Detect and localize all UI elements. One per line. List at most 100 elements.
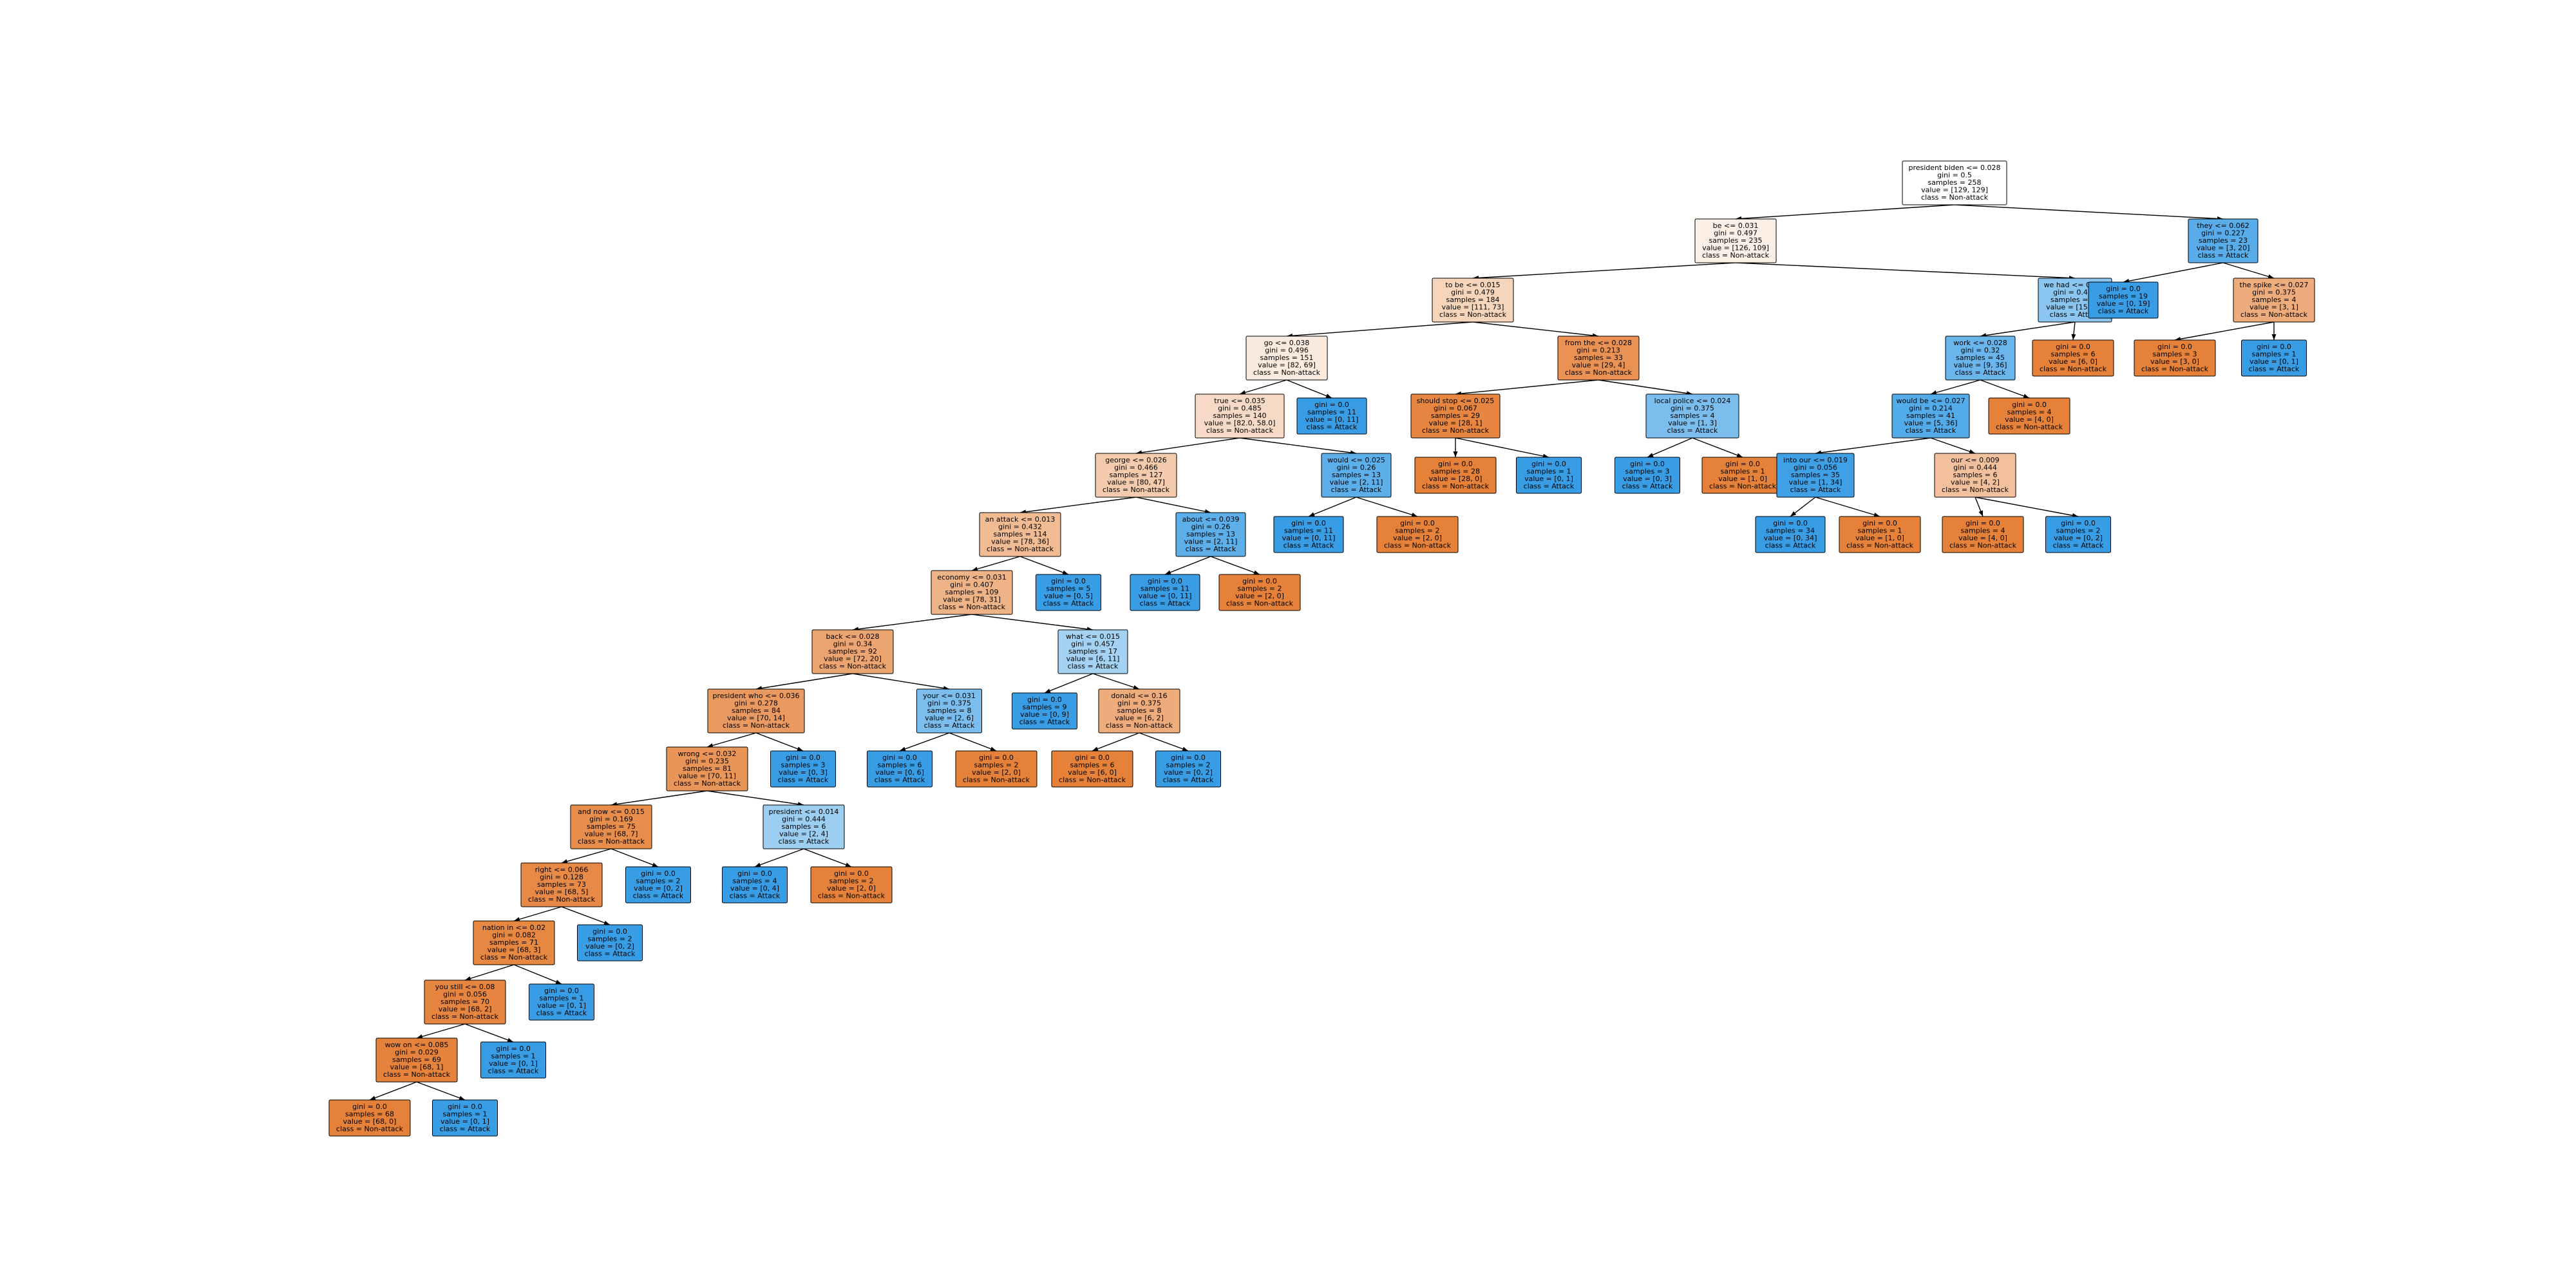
node-gini: gini = 0.479 — [1451, 289, 1495, 297]
tree-edge — [1455, 379, 1599, 395]
tree-edge — [1286, 321, 1473, 337]
node-box — [1036, 574, 1101, 611]
node-class: class = Attack — [1622, 482, 1673, 491]
node-box — [955, 750, 1037, 788]
tree-edge — [971, 556, 1021, 571]
node-split-rule: from the <= 0.028 — [1565, 339, 1632, 347]
node-split-rule: economy <= 0.031 — [937, 573, 1006, 582]
node-value: value = [4, 0] — [1958, 534, 2007, 542]
edge-arrowhead — [755, 862, 761, 867]
node-value: value = [2, 11] — [1330, 478, 1383, 487]
node-class: class = Attack — [2249, 365, 2300, 374]
node-value: value = [68, 5] — [535, 888, 589, 896]
node-gini: gini = 0.0 — [1051, 577, 1086, 585]
node-value: value = [80, 47] — [1107, 478, 1165, 487]
node-split-rule: would <= 0.025 — [1327, 456, 1385, 464]
tree-edge — [416, 1023, 466, 1039]
node-class: class = Non-attack — [1846, 542, 1914, 550]
node-class: class = Non-attack — [1106, 721, 1173, 730]
node-gini: gini = 0.0 — [2106, 285, 2141, 293]
node-samples: samples = 11 — [1284, 527, 1333, 535]
node-gini: gini = 0.444 — [1953, 464, 1997, 472]
tree-edge — [1598, 379, 1693, 395]
node-value: value = [0, 11] — [1139, 592, 1192, 600]
node-gini: gini = 0.0 — [1075, 753, 1110, 762]
node-split-rule: and now <= 0.015 — [578, 808, 645, 816]
node-box — [2134, 339, 2216, 377]
node-class: class = Non-attack — [1949, 542, 2017, 550]
node-class: class = Attack — [1163, 776, 1214, 784]
node-gini: gini = 0.0 — [1531, 460, 1566, 468]
node-gini: gini = 0.214 — [1909, 404, 1953, 413]
node-gini: gini = 0.485 — [1218, 404, 1262, 413]
edge-arrowhead — [465, 976, 471, 981]
node-box — [480, 1041, 546, 1079]
node-samples: samples = 127 — [1110, 471, 1163, 479]
node-samples: samples = 2 — [636, 877, 681, 886]
tree-edge — [1815, 497, 1880, 517]
edge-arrowhead — [417, 1034, 423, 1039]
node-split-rule: to be <= 0.015 — [1445, 281, 1500, 289]
tree-edge — [706, 732, 757, 748]
tree-edge — [1472, 262, 1736, 279]
node-class: class = Attack — [1524, 482, 1575, 491]
node-gini: gini = 0.056 — [1794, 464, 1837, 472]
node-split-rule: would be <= 0.027 — [1897, 397, 1965, 405]
node-split-rule: go <= 0.038 — [1264, 339, 1310, 347]
node-samples: samples = 6 — [1070, 761, 1115, 770]
node-samples: samples = 4 — [1961, 527, 2005, 535]
node-samples: samples = 4 — [2252, 296, 2297, 304]
node-value: value = [0, 3] — [779, 768, 828, 777]
node-value: value = [0, 5] — [1044, 592, 1093, 600]
node-value: value = [0, 1] — [537, 1001, 586, 1010]
node-value: value = [129, 129] — [1921, 186, 1988, 194]
node-value: value = [2, 6] — [925, 714, 974, 723]
node-class: class = Attack — [2198, 251, 2249, 260]
node-gini: gini = 0.169 — [589, 815, 633, 824]
node-gini: gini = 0.056 — [443, 990, 487, 999]
node-split-rule: the spike <= 0.027 — [2240, 281, 2309, 289]
node-box — [666, 746, 748, 791]
tree-edge — [464, 1023, 514, 1043]
node-class: class = Non-attack — [431, 1012, 499, 1021]
node-samples: samples = 151 — [1260, 354, 1314, 362]
node-class: class = Attack — [1790, 486, 1841, 494]
node-samples: samples = 1 — [1527, 468, 1571, 476]
edge-arrowhead — [555, 980, 562, 984]
node-split-rule: wrong <= 0.032 — [678, 750, 737, 758]
node-box — [762, 804, 845, 849]
node-samples: samples = 6 — [2051, 350, 2096, 359]
tree-edge — [1472, 321, 1599, 337]
tree-edge — [1210, 556, 1260, 575]
node-samples: samples = 6 — [782, 822, 826, 831]
node-class: class = Attack — [1667, 426, 1718, 435]
node-split-rule: back <= 0.028 — [826, 632, 879, 641]
node-value: value = [2, 4] — [779, 830, 828, 838]
tree-edge — [949, 732, 997, 752]
tree-edge — [1692, 437, 1743, 458]
edge-arrowhead — [1240, 390, 1246, 395]
edge-arrowhead — [562, 859, 568, 864]
node-box — [707, 688, 805, 734]
node-box — [1414, 457, 1497, 494]
node-class: class = Non-attack — [1565, 368, 1633, 377]
node-value: value = [70, 11] — [678, 772, 736, 781]
node-gini: gini = 0.0 — [1242, 577, 1277, 585]
node-box — [2188, 218, 2259, 263]
node-class: class = Non-attack — [723, 721, 790, 730]
node-value: value = [4, 2] — [1951, 478, 2000, 487]
